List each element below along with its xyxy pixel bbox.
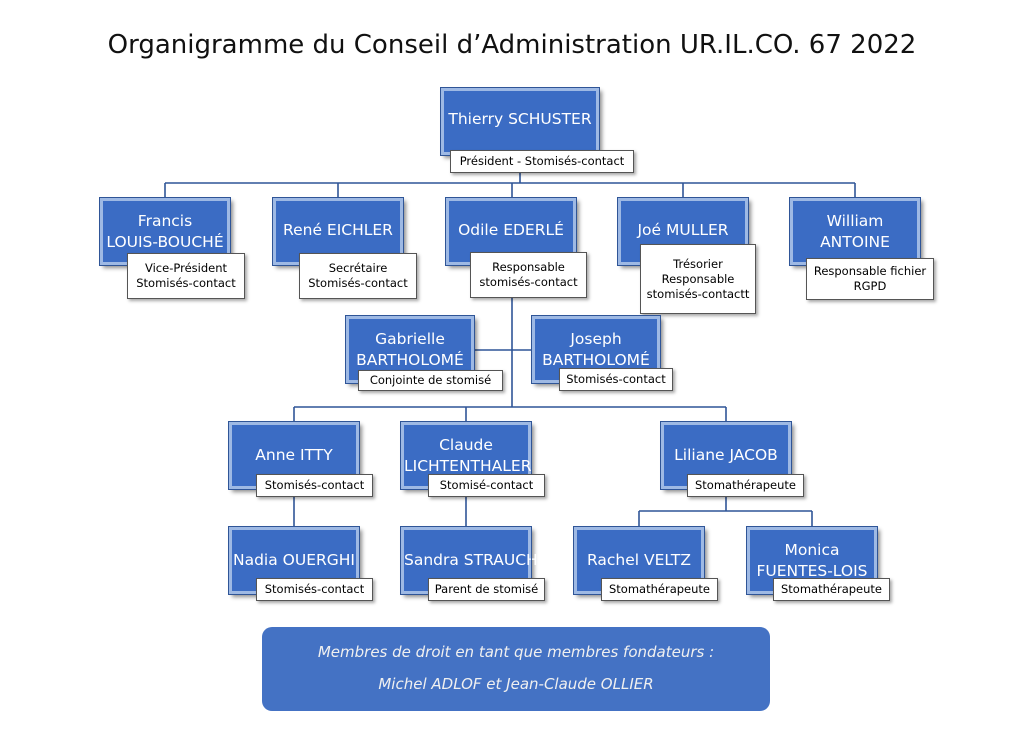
role-text: Stomathérapeute bbox=[695, 478, 796, 492]
role-line3: stomisés-contactt bbox=[646, 286, 750, 301]
member-name: Odile EDERLÉ bbox=[458, 221, 564, 239]
role-line1: Trésorier bbox=[673, 256, 723, 271]
role-odile-ederle: Responsable stomisés-contact bbox=[470, 252, 587, 298]
role-text: Conjointe de stomisé bbox=[369, 373, 492, 387]
member-name-line2: LICHTENTHALER bbox=[404, 456, 532, 475]
member-name-line2: LOUIS-BOUCHÉ bbox=[106, 232, 224, 251]
role-sandra-strauch: Parent de stomisé bbox=[428, 578, 545, 601]
box-thierry-schuster: Thierry SCHUSTER bbox=[440, 87, 600, 156]
founding-members-heading: Membres de droit en tant que membres fon… bbox=[317, 643, 715, 661]
member-name-line2: FUENTES-LOIS bbox=[756, 561, 868, 580]
role-line1: Vice-Président bbox=[145, 261, 227, 275]
role-text: Président - Stomisés-contact bbox=[459, 154, 625, 168]
member-name: Sandra STRAUCH bbox=[404, 551, 538, 569]
member-name: René EICHLER bbox=[283, 221, 393, 239]
founding-members-names: Michel ADLOF et Jean-Claude OLLIER bbox=[378, 675, 654, 693]
role-text: Stomisé-contact bbox=[439, 478, 534, 492]
member-name: Liliane JACOB bbox=[674, 446, 778, 464]
role-joe-muller: Trésorier Responsable stomisés-contactt bbox=[640, 244, 756, 314]
member-name-line1: Francis bbox=[137, 211, 193, 230]
role-anne-itty: Stomisés-contact bbox=[256, 474, 373, 497]
role-line2: RGPD bbox=[853, 279, 887, 293]
role-william-antoine: Responsable fichier RGPD bbox=[806, 258, 934, 300]
role-joseph-bartholome: Stomisés-contact bbox=[559, 368, 673, 391]
member-name-line1: Gabrielle bbox=[375, 329, 445, 348]
member-name-line2: ANTOINE bbox=[820, 232, 890, 251]
role-claude-lichtenthaler: Stomisé-contact bbox=[428, 474, 545, 497]
box-william-antoine: William ANTOINE bbox=[789, 197, 921, 266]
member-name-line2: BARTHOLOMÉ bbox=[356, 350, 464, 369]
role-thierry-schuster: Président - Stomisés-contact bbox=[450, 150, 634, 173]
member-name-line1: Monica bbox=[784, 540, 840, 559]
member-name: Rachel VELTZ bbox=[586, 551, 692, 569]
role-text: Stomathérapeute bbox=[781, 582, 882, 596]
role-line2: stomisés-contact bbox=[479, 275, 578, 289]
role-line1: Responsable bbox=[492, 260, 565, 274]
founding-members-banner: Membres de droit en tant que membres fon… bbox=[262, 627, 770, 711]
member-name: Thierry SCHUSTER bbox=[448, 110, 592, 128]
role-text: Stomathérapeute bbox=[609, 582, 710, 596]
member-name-line1: Joseph bbox=[570, 329, 622, 348]
role-liliane-jacob: Stomathérapeute bbox=[687, 474, 804, 497]
role-text: Stomisés-contact bbox=[264, 582, 365, 596]
role-line1: Secrétaire bbox=[328, 261, 388, 275]
member-name: Joé MULLER bbox=[637, 221, 729, 239]
role-francis-louis-bouche: Vice-Président Stomisés-contact bbox=[127, 253, 245, 299]
role-rachel-veltz: Stomathérapeute bbox=[601, 578, 718, 601]
role-line1: Responsable fichier bbox=[813, 264, 927, 278]
member-name-line2: BARTHOLOMÉ bbox=[542, 350, 650, 369]
role-monica-fuentes-lois: Stomathérapeute bbox=[773, 578, 890, 601]
role-nadia-ouerghi: Stomisés-contact bbox=[256, 578, 373, 601]
member-name: Nadia OUERGHI bbox=[232, 551, 355, 569]
role-line2: Stomisés-contact bbox=[136, 276, 236, 290]
role-gabrielle-bartholome: Conjointe de stomisé bbox=[358, 370, 503, 391]
role-text: Stomisés-contact bbox=[566, 372, 666, 386]
chart-title: Organigramme du Conseil d’Administration… bbox=[107, 30, 917, 60]
member-name-line1: William bbox=[826, 211, 884, 230]
role-text: Stomisés-contact bbox=[264, 478, 365, 492]
role-text: Parent de stomisé bbox=[434, 582, 539, 596]
role-line2: Responsable bbox=[661, 271, 735, 286]
member-name-line1: Claude bbox=[439, 435, 493, 454]
role-line2: Stomisés-contact bbox=[308, 276, 408, 290]
role-rene-eichler: Secrétaire Stomisés-contact bbox=[299, 253, 417, 299]
member-name: Anne ITTY bbox=[255, 446, 333, 464]
